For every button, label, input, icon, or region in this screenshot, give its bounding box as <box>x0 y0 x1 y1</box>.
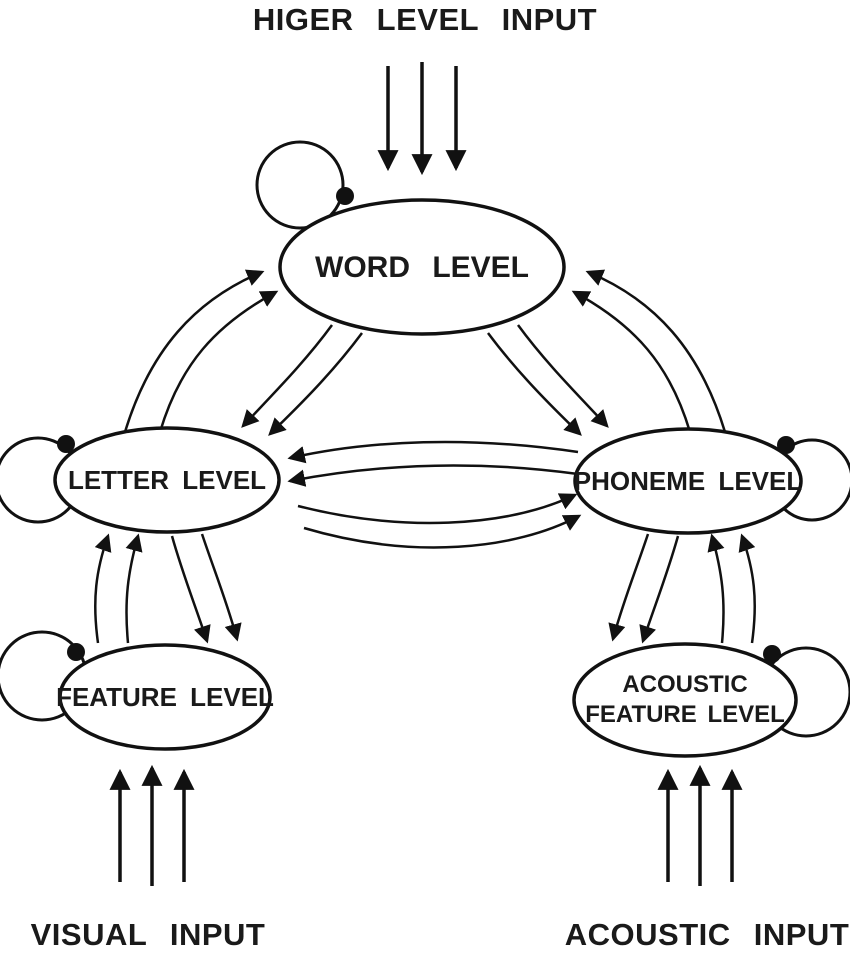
phoneme-level-label: PHONEME LEVEL <box>574 466 803 496</box>
word-to-letter-arrow <box>241 324 334 428</box>
acoustic-feature-to-phoneme-arrow <box>707 533 725 644</box>
word-level-label: WORD LEVEL <box>315 251 529 284</box>
letter-to-word-arrow <box>158 290 279 433</box>
phoneme-level-node <box>573 427 803 535</box>
outer-labels: HIGER LEVEL INPUT VISUAL INPUT ACOUSTIC … <box>31 2 850 952</box>
phoneme-to-letter-arrow <box>287 440 579 464</box>
letter-level-node <box>53 426 281 534</box>
self-loop-dots <box>57 187 795 663</box>
phoneme-loop-dot <box>777 436 795 454</box>
word-loop-dot <box>336 187 354 205</box>
higher-level-input-label: HIGER LEVEL INPUT <box>253 2 597 37</box>
connection-arrows <box>94 269 756 644</box>
phoneme-to-letter-arrow <box>287 464 579 487</box>
word-to-phoneme-arrow <box>516 324 609 428</box>
acoustic-feature-level-node <box>572 642 798 758</box>
acoustic-feature-level-label-line2: FEATURE LEVEL <box>585 701 785 728</box>
acoustic-feature-level-label-line1: ACOUSTIC <box>622 671 747 698</box>
word-to-phoneme-arrow <box>486 332 582 436</box>
word-level-node <box>278 198 566 336</box>
visual-input-label: VISUAL INPUT <box>31 917 266 952</box>
acoustic-input-label: ACOUSTIC INPUT <box>565 917 850 952</box>
phoneme-to-word-arrow <box>585 269 727 433</box>
letter-to-word-arrow <box>123 269 265 433</box>
higher-level-input-arrows <box>377 62 467 176</box>
phoneme-to-acoustic-feature-arrow <box>639 535 680 644</box>
phoneme-to-acoustic-feature-arrow <box>608 533 650 642</box>
feature-to-letter-arrow <box>94 533 112 644</box>
acoustic-input-arrows <box>657 764 743 886</box>
letter-to-phoneme-arrow <box>297 493 578 525</box>
node-labels: WORD LEVEL LETTER LEVEL PHONEME LEVEL FE… <box>56 251 802 728</box>
letter-to-phoneme-arrow <box>303 514 582 549</box>
letter-loop-dot <box>57 435 75 453</box>
feature-to-letter-arrow <box>125 533 143 644</box>
word-self-loop <box>255 140 345 230</box>
acoustic-feature-loop-dot <box>763 645 781 663</box>
word-to-letter-arrow <box>268 332 364 436</box>
feature-level-node <box>58 643 272 751</box>
acoustic-feature-to-phoneme-arrow <box>738 533 756 644</box>
feature-level-label: FEATURE LEVEL <box>56 682 274 712</box>
nodes <box>53 198 803 758</box>
letter-to-feature-arrow <box>200 533 242 642</box>
visual-input-arrows <box>109 764 195 886</box>
letter-level-label: LETTER LEVEL <box>68 465 266 495</box>
phoneme-to-word-arrow <box>571 290 692 433</box>
letter-to-feature-arrow <box>170 535 211 644</box>
feature-loop-dot <box>67 643 85 661</box>
